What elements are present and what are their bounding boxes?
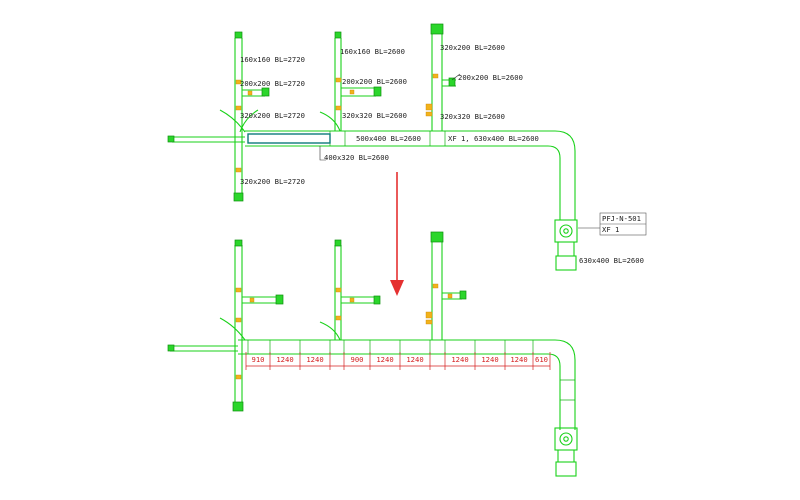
terminal-b1-bottom (233, 192, 244, 202)
label-400x320: 400x320 BL=2600 (324, 153, 389, 162)
damper (235, 167, 242, 173)
terminal-b3-top (430, 23, 444, 35)
main-duct-bottom (167, 339, 576, 430)
branch-2-top (319, 31, 382, 132)
unit-tag-line1: PFJ-N-501 (602, 214, 641, 223)
damper (432, 73, 439, 79)
terminal-b1-top (234, 31, 243, 39)
dimension-chain: 910 1240 1240 900 1240 1240 1240 1240 1240 610 (245, 352, 551, 370)
branch-3-bottom (425, 231, 467, 340)
terminal-b1-side (261, 87, 270, 97)
damper (425, 111, 433, 117)
top-labels: 160x160 BL=2720 200x200 BL=2720 320x200 … (240, 43, 644, 265)
unit-tag-line2: XF 1 (602, 225, 619, 234)
terminal-b1-bottom-bottom (232, 401, 244, 412)
branch-1-bottom (219, 239, 284, 412)
label-b1-320x200: 320x200 BL=2720 (240, 111, 305, 120)
dimension-label: 1240 (406, 355, 423, 364)
damper (235, 317, 242, 323)
label-b3-320x200: 320x200 BL=2600 (440, 43, 505, 52)
label-riser-630x400: 630x400 BL=2600 (579, 256, 644, 265)
main-duct-top (167, 130, 576, 220)
label-b2-160x160: 160x160 BL=2600 (340, 47, 405, 56)
branch-1-top (219, 31, 270, 202)
label-b3-320x320: 320x320 BL=2600 (440, 112, 505, 121)
label-xf1-630x400: XF 1, 630x400 BL=2600 (448, 134, 539, 143)
damper (432, 283, 439, 289)
damper (235, 374, 242, 380)
damper (335, 105, 342, 111)
label-b3-200x200: 200x200 BL=2600 (458, 73, 523, 82)
label-b2-200x200: 200x200 BL=2600 (342, 77, 407, 86)
terminal-b3-side (448, 77, 456, 87)
damper (349, 89, 355, 95)
bottom-diagram: 910 1240 1240 900 1240 1240 1240 1240 1240 610 (167, 231, 578, 477)
label-b1-320x200-lower: 320x200 BL=2720 (240, 177, 305, 186)
highlighted-duct-segment (247, 133, 331, 144)
terminal-b2-top-bottom (334, 239, 342, 247)
dimension-label: 900 (351, 355, 364, 364)
label-b1-200x200: 200x200 BL=2720 (240, 79, 305, 88)
damper (247, 90, 253, 96)
damper (235, 79, 242, 85)
dimension-label: 1240 (451, 355, 468, 364)
dimension-label: 910 (252, 355, 265, 364)
branch-2-bottom (319, 239, 381, 341)
transition-arrow (390, 172, 404, 296)
dimension-label: 610 (535, 355, 548, 364)
damper (249, 297, 255, 303)
damper (349, 297, 355, 303)
label-500x400: 500x400 BL=2600 (356, 134, 421, 143)
damper (425, 319, 433, 325)
branch-3-top (425, 23, 456, 131)
terminal-b1-top-bottom (234, 239, 243, 247)
damper (335, 77, 342, 83)
terminal-b2-top (334, 31, 342, 39)
terminal-b2-side (373, 86, 382, 97)
end-cap-left-bottom (167, 344, 175, 352)
terminal-b3-top-bottom (430, 231, 444, 243)
damper (447, 293, 453, 299)
dimension-label: 1240 (276, 355, 293, 364)
label-b1-160x160: 160x160 BL=2720 (240, 55, 305, 64)
damper (335, 315, 342, 321)
fan-unit-top (554, 212, 647, 271)
top-diagram: 160x160 BL=2720 200x200 BL=2720 320x200 … (167, 23, 647, 271)
damper (425, 103, 433, 111)
damper (235, 105, 242, 111)
damper (335, 287, 342, 293)
dimension-labels: 910 1240 1240 900 1240 1240 1240 1240 1240 610 (245, 352, 551, 370)
terminal-b3-side-bottom (459, 290, 467, 300)
dimension-label: 1240 (481, 355, 498, 364)
fan-unit-bottom (554, 427, 578, 477)
damper (235, 287, 242, 293)
terminal-b2-side-bottom (373, 295, 381, 305)
dimension-label: 1240 (306, 355, 323, 364)
terminal-b1-side-bottom (275, 294, 284, 305)
label-b2-320x320: 320x320 BL=2600 (342, 111, 407, 120)
damper (425, 311, 433, 319)
dimension-label: 1240 (376, 355, 393, 364)
dimension-label: 1240 (510, 355, 527, 364)
end-cap-left (167, 135, 175, 143)
